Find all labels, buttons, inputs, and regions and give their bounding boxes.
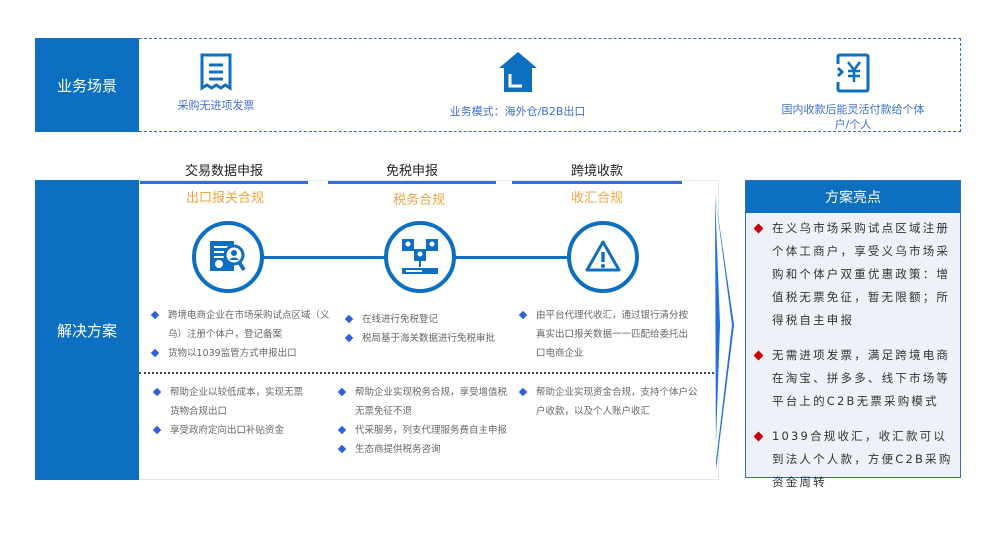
list-item: 帮助企业实现税务合规，享受增值税无票免征不退: [337, 383, 507, 421]
benefits-list-2: 帮助企业实现税务合规，享受增值税无票免征不退 代采服务，列支代理服务费自主申报 …: [337, 383, 507, 459]
receipt-icon: [200, 53, 232, 91]
highlight-item: 在义乌市场采购试点区域注册个体工商户，享受义乌市场采购和个体户双重优惠政策：增值…: [746, 217, 957, 332]
scene-label: 业务场景: [35, 38, 139, 132]
column-title: 跨境收款: [570, 164, 623, 179]
column-divider: [512, 181, 682, 184]
scene-panel: [139, 38, 961, 132]
list-item: 帮助企业实现资金合规，支持个体户公户收款，以及个人账户收汇: [518, 383, 700, 421]
column-subtitle: 出口报关合规: [185, 191, 264, 206]
highlights-title: 方案亮点: [746, 181, 960, 213]
list-item: 在线进行免税登记: [344, 310, 524, 329]
list-item: 跨境电商企业在市场采购试点区域（义乌）注册个体户，登记备案: [150, 306, 340, 344]
document-search-icon: [210, 241, 246, 272]
scene-item-text: 业务模式：海外仓/B2B出口: [449, 105, 586, 118]
highlight-item: 1039合规收汇，收汇款可以到法人个人款，方便C2B采购资金周转: [746, 425, 957, 494]
warehouse-icon: [498, 52, 537, 92]
scene-item-text: 国内收款后能灵活付款给个体户/个人: [781, 103, 925, 131]
warning-icon: [585, 240, 621, 272]
step-circle-3: [567, 221, 639, 293]
benefits-list-3: 帮助企业实现资金合规，支持个体户公户收款，以及个人账户收汇: [518, 383, 700, 421]
benefits-list-1: 帮助企业以较低成本，实现无票货物合规出口 享受政府定向出口补贴资金: [152, 383, 312, 440]
tax-network-icon: [402, 239, 438, 274]
list-item: 由平台代理代收汇，通过银行清分按真实出口报关数据一一匹配给委托出口电商企业: [518, 306, 690, 363]
list-item: 享受政府定向出口补贴资金: [152, 421, 312, 440]
arrow-pointer: [715, 195, 734, 470]
scene-item-text: 采购无进项发票: [177, 99, 255, 112]
step-circle-2: [384, 221, 456, 293]
column-subtitle: 收汇合规: [570, 191, 623, 206]
list-item: 帮助企业以较低成本，实现无票货物合规出口: [152, 383, 312, 421]
yuan-wallet-icon: [836, 53, 870, 93]
dotted-divider: [139, 372, 718, 374]
step-circle-1: [192, 221, 264, 293]
list-item: 货物以1039监管方式申报出口: [150, 344, 340, 363]
steps-list-2: 在线进行免税登记 税局基于海关数据进行免税审批: [344, 310, 524, 348]
highlights-panel: 方案亮点 在义乌市场采购试点区域注册个体工商户，享受义乌市场采购和个体户双重优惠…: [745, 180, 961, 489]
steps-list-3: 由平台代理代收汇，通过银行清分按真实出口报关数据一一匹配给委托出口电商企业: [518, 306, 690, 363]
solution-label: 解决方案: [35, 180, 139, 480]
column-divider: [140, 181, 308, 184]
list-item: 代采服务，列支代理服务费自主申报: [337, 421, 507, 440]
steps-list-1: 跨境电商企业在市场采购试点区域（义乌）注册个体户，登记备案 货物以1039监管方…: [150, 306, 340, 363]
highlights-list: 在义乌市场采购试点区域注册个体工商户，享受义乌市场采购和个体户双重优惠政策：增值…: [746, 213, 960, 494]
highlight-item: 无需进项发票，满足跨境电商在淘宝、拼多多、线下市场等平台上的C2B无票采购模式: [746, 344, 957, 413]
scene-item-2: 业务模式：海外仓/B2B出口: [430, 50, 605, 119]
column-title: 交易数据申报: [184, 164, 263, 179]
column-subtitle: 税务合规: [392, 193, 445, 208]
scene-item-3: 国内收款后能灵活付款给个体户/个人: [780, 52, 926, 132]
column-title: 免税申报: [385, 164, 438, 179]
scene-item-1: 采购无进项发票: [160, 52, 272, 113]
list-item: 生态商提供税务咨询: [337, 440, 507, 459]
column-divider: [328, 181, 496, 184]
list-item: 税局基于海关数据进行免税审批: [344, 329, 524, 348]
